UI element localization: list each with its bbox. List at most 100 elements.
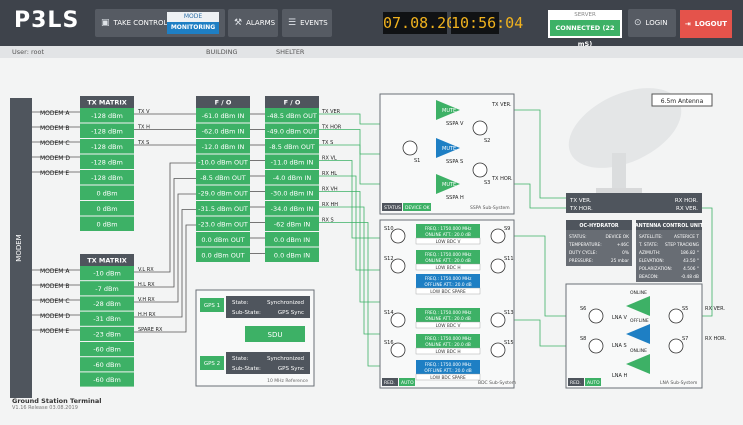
gps1-label: GPS 1 (204, 303, 220, 309)
login-button[interactable]: ⊙ LOGIN (628, 9, 676, 37)
matrix-row (80, 216, 134, 231)
matrix-row (80, 281, 134, 296)
wire (319, 144, 380, 185)
wire (134, 193, 196, 303)
lna-rx-hor: RX HOR. (705, 336, 726, 342)
time-display: 10:56:04 (451, 12, 524, 34)
fo-out-label: RX VL (322, 156, 337, 162)
footer-title: Ground Station Terminal (12, 397, 102, 405)
lna-amplifier-icon (626, 354, 650, 374)
wire (319, 206, 380, 335)
matrix-row (80, 357, 134, 372)
alarms-button[interactable]: ⚒ ALARMS (228, 9, 278, 37)
sspa-amplifier-icon (436, 174, 460, 194)
mode-box: MODE MONITORING (167, 12, 219, 34)
panel-value: DEVICE OK (605, 234, 629, 240)
matrix-value: -49.0 dBm OUT (267, 127, 317, 135)
modem-label: MODEM E (40, 170, 69, 177)
auto-bg (585, 378, 601, 386)
bdc-name-bg (415, 263, 481, 271)
matrix-value: -34.0 dBm IN (271, 205, 314, 213)
bdc-name: LOW BDC V (436, 239, 461, 245)
matrix-row (80, 139, 134, 154)
panel-title: OC-HYDRATOR (579, 223, 619, 229)
matrix-value: -128 dBm (91, 127, 123, 135)
gps2-sub-value: GPS Sync (278, 366, 304, 372)
matrix-value: 0.0 dBm IN (274, 236, 310, 244)
bdc-att: OFFLINE ATT.: 20.0 dB (424, 282, 471, 288)
fo-out-label: RX VH (322, 187, 338, 193)
modem-label: MODEM A (40, 268, 70, 275)
matrix-row (80, 311, 134, 326)
gps2-label: GPS 2 (204, 361, 220, 367)
bdc-name-bg (415, 321, 481, 329)
switch-label: S8 (580, 336, 586, 342)
shelter-label: SHELTER (276, 48, 305, 56)
top-bar: P3LS ▣ TAKE CONTROL MODE MONITORING ⚒ AL… (0, 0, 743, 48)
modem-label: MODEM C (40, 298, 70, 305)
panel-value: -0.48 dB (681, 274, 699, 280)
switch-label: S9 (504, 226, 510, 232)
bdc-title: BDC Sub-System (478, 380, 516, 386)
bdc-freq: FREQ.: 1750.000 MHz (425, 226, 473, 232)
matrix-row (80, 201, 134, 216)
fo-out-label: RX HH (322, 202, 338, 208)
switch-icon (490, 228, 506, 244)
panel-key: ELEVATION: (639, 258, 664, 264)
gps2-state-label: State: (232, 356, 249, 362)
fo-panel-building: F / O-61.0 dBm IN-62.0 dBm IN-12.0 dBm I… (196, 96, 250, 262)
matrix-title: F / O (215, 99, 232, 107)
switch-icon (402, 140, 418, 156)
matrix-value: -7 dBm (95, 285, 118, 293)
antenna-panel: 6.5m Antenna TX VER. TX HOR. RX HOR. RX … (566, 93, 713, 213)
matrix-header (265, 96, 319, 108)
status-label-bg (382, 203, 402, 211)
switch-icon (490, 312, 506, 328)
lna-title: LNA Sub-System (660, 380, 697, 386)
wire (134, 178, 196, 288)
antenna-rx-ver: RX VER. (676, 206, 698, 212)
matrix-value: -12.0 dBm IN (202, 143, 245, 151)
matrix-value: -60 dBm (93, 346, 121, 354)
events-button[interactable]: ☰ EVENTS (282, 9, 332, 37)
lna-label: LNA H (612, 373, 628, 379)
matrix-value: 0 dBm (96, 205, 117, 213)
take-control-button[interactable]: ▣ TAKE CONTROL MODE MONITORING (95, 9, 225, 37)
matrix-value: 0.0 dBm IN (274, 251, 310, 259)
wire (514, 109, 566, 199)
sspa-title: SSPA Sub-System (470, 205, 510, 211)
matrix-row (80, 123, 134, 138)
login-label: LOGIN (645, 19, 668, 27)
rx-label: V.L RX (138, 267, 154, 273)
modem-label: MODEM B (40, 283, 70, 290)
bdc-att: OFFLINE ATT.: 20.0 dB (424, 368, 471, 374)
matrix-row (80, 266, 134, 281)
wire (514, 183, 566, 209)
switch-label: S5 (682, 306, 688, 312)
matrix-value: -30.0 dBm IN (271, 189, 314, 197)
gps2-state-value: Synchronized (267, 356, 304, 362)
status-value-bg (403, 203, 431, 211)
lna-label: LNA V (612, 315, 628, 321)
matrix-value: 0 dBm (96, 220, 117, 228)
matrix-row (80, 170, 134, 185)
tx-label: TX S (137, 140, 149, 146)
modem-label: MODEM A (40, 110, 70, 117)
logout-button[interactable]: ⇥ LOGOUT (680, 10, 732, 38)
matrix-title: TX MATRIX (87, 257, 127, 265)
logout-icon: ⇥ (684, 20, 691, 28)
lna-amplifier-icon (626, 296, 650, 316)
server-status: SERVER CONNECTED (22 mS) (548, 10, 622, 48)
bdc-att: ONLINE ATT.: 20.0 dB (425, 316, 471, 322)
red-label: RED. (384, 380, 395, 386)
modem-label: MODEM D (40, 313, 70, 320)
matrix-value: -10 dBm (93, 270, 121, 278)
matrix-value: 0.0 dBm OUT (201, 236, 244, 244)
matrix-row (196, 154, 250, 169)
bdc-att: ONLINE ATT.: 20.0 dB (425, 342, 471, 348)
antenna-dish-icon (568, 88, 682, 196)
footer: Ground Station Terminal V1.16 Release 03… (12, 397, 101, 411)
